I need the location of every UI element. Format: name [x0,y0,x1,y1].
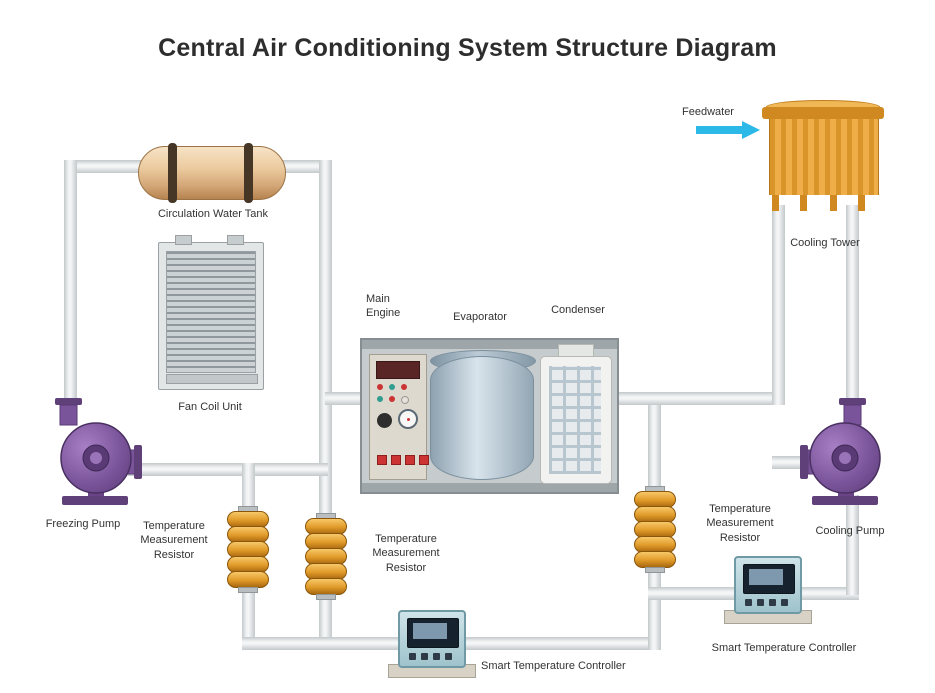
fan-coil-tab [227,235,244,245]
resistor-coil [227,571,269,588]
cooling-tower [762,100,884,214]
temperature-resistor-2-label: Temperature Measurement Resistor [372,533,440,574]
pipe-tank-left [64,160,150,173]
pipe-resistor1-lower [242,588,255,650]
engine-control-panel [369,354,429,480]
cooling-pump [800,398,881,505]
tower-leg [800,195,807,211]
feedwater-label: Feedwater [682,106,734,118]
engine-bottom-strip [362,483,617,492]
gauge-icon [398,409,418,429]
cooling-tower-label: Cooling Tower [790,237,860,249]
pipe-tower-right-riser [846,205,859,410]
tank-strap [244,143,253,203]
freezing-pump-label: Freezing Pump [45,518,121,530]
evaporator-label: Evaporator [453,311,507,323]
indicator-lights [377,396,409,404]
pipe-tower-left-riser [772,205,785,405]
controller-body [734,556,802,614]
temperature-resistor-1-label: Temperature Measurement Resistor [140,520,208,561]
pipe-engine-inlet [325,392,370,405]
fan-coil-unit [158,235,264,390]
smart-temperature-controller-2 [724,556,812,624]
controller-body [398,610,466,668]
tank-strap [168,143,177,203]
fan-coil-unit-label: Fan Coil Unit [178,401,242,413]
pump-base [62,496,128,505]
temperature-resistor-3-label: Temperature Measurement Resistor [706,503,774,544]
resistor-collar [316,594,336,600]
tower-body [769,119,879,195]
pipe-engine-right-run [608,392,785,405]
resistor-collar [645,567,665,573]
controller-screen [407,618,459,648]
pipe-pump-outlet-run [128,463,328,476]
pump-inlet-flange [55,398,82,405]
freezing-pump [55,398,142,505]
fan-coil-tab [175,235,192,245]
tower-leg [858,195,865,211]
controller-screen-panel [413,623,447,639]
pipe-tank-right [276,160,332,173]
pipe-center-riser-lower [319,595,332,650]
engine-top-strip [362,340,617,349]
resistor-coil [634,551,676,568]
smart-temperature-controller-1-label: Smart Temperature Controller [481,660,626,672]
pipe-coolingpump-down-riser [846,495,859,595]
indicator-lights [377,384,407,390]
pump-base [812,496,878,505]
feedwater-arrow-icon [696,121,760,139]
condenser [540,356,612,484]
tower-leg [772,195,779,211]
smart-temperature-controller-2-label: Smart Temperature Controller [711,642,857,654]
controller-screen [743,564,795,594]
controller-buttons [409,653,452,660]
main-engine [360,338,619,494]
knob-icon [377,413,392,428]
controller-buttons [745,599,788,606]
pipe-coolingpump-outlet-stub [772,456,806,469]
controller-screen-panel [749,569,783,585]
resistor-coil [305,578,347,595]
condenser-label: Condenser [551,304,605,316]
temperature-resistor-2 [305,513,347,600]
circulation-water-tank-label: Circulation Water Tank [157,208,269,220]
fan-coil-base [166,374,258,384]
tank-body [138,146,286,200]
temperature-resistor-1 [227,506,269,593]
pump-inlet-flange [839,398,866,405]
pipe-center-riser [319,160,332,520]
tower-leg [830,195,837,211]
resistor-collar [238,587,258,593]
circulation-water-tank [138,142,286,350]
condenser-grid [549,366,601,474]
temperature-resistor-3 [634,486,676,573]
tower-rim [762,107,884,119]
smart-temperature-controller-1 [388,610,476,678]
main-engine-label: Main Engine [366,293,401,320]
diagram-title: Central Air Conditioning System Structur… [158,34,777,62]
cooling-pump-label: Cooling Pump [815,525,885,537]
fan-coil-grille [166,251,256,373]
engine-screen [376,361,420,379]
evaporator [430,356,534,480]
red-buttons [377,455,429,465]
pipe-resistor1-upper [242,463,255,518]
pipe-left-riser [64,160,77,405]
